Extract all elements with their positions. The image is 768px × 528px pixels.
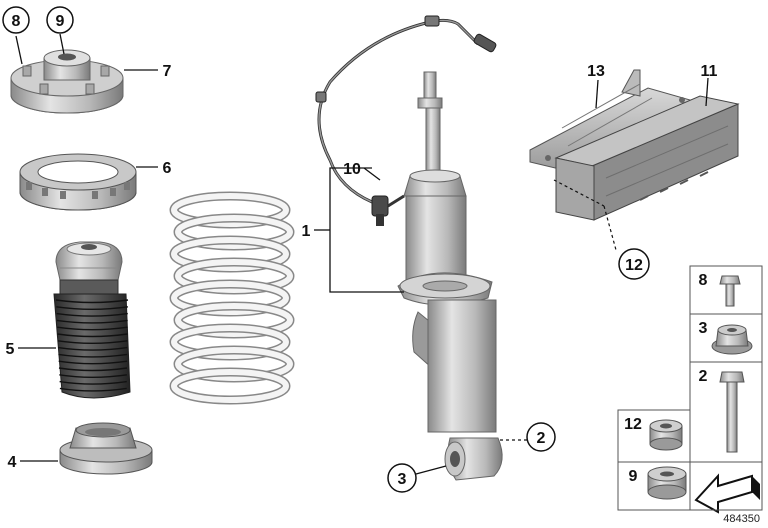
svg-text:8: 8 — [12, 13, 21, 30]
spring-coil — [171, 193, 289, 227]
legend-nut-3 — [711, 324, 753, 355]
sensor-cable-part — [315, 15, 497, 226]
boot-rib — [59, 387, 127, 392]
spring-coil — [175, 347, 293, 381]
spring-coil — [171, 369, 289, 403]
top-mount-part — [10, 49, 124, 114]
boot-rib — [58, 360, 128, 365]
dust-boot-part — [53, 241, 131, 399]
spring-coil — [171, 281, 289, 315]
callout-4: 4 — [8, 454, 17, 471]
boot-rib — [57, 346, 128, 351]
legend-label-9: 9 — [629, 468, 638, 485]
svg-text:2: 2 — [537, 430, 546, 447]
boot-rib — [59, 374, 127, 378]
lower-spring-seat-part — [59, 422, 153, 475]
shock-absorber-part — [397, 71, 503, 481]
callout-5: 5 — [6, 341, 15, 358]
callout-3: 3 — [387, 463, 417, 493]
callout-1: 1 — [302, 223, 311, 240]
boot-rib — [55, 299, 129, 304]
reference-number: 484350 — [723, 513, 760, 525]
boot-rib — [58, 367, 128, 372]
legend-label-8: 8 — [699, 272, 708, 289]
boot-rib — [59, 380, 127, 385]
coil-spring-part — [169, 191, 295, 405]
legend-label-3: 3 — [699, 320, 708, 337]
boot-rib — [58, 353, 128, 358]
spring-coil — [175, 215, 293, 249]
leader-lines — [15, 33, 709, 475]
spring-coil — [171, 237, 289, 271]
boot-rib — [56, 312, 128, 317]
spring-coil — [171, 325, 289, 359]
legend-bolt-2 — [719, 371, 745, 453]
boot-rib — [56, 319, 128, 324]
callout-8: 8 — [2, 6, 30, 34]
legend-nut-12 — [649, 419, 683, 451]
dust-boot-ribs — [55, 299, 129, 392]
callout-9: 9 — [46, 6, 74, 34]
control-unit-part — [554, 95, 740, 221]
boot-rib — [57, 333, 128, 338]
callout-12: 12 — [618, 248, 650, 280]
boot-rib — [57, 326, 128, 331]
svg-text:3: 3 — [398, 471, 407, 488]
legend-grid — [617, 265, 763, 511]
direction-arrow-icon — [694, 473, 760, 514]
legend-label-2: 2 — [699, 368, 708, 385]
callout-10: 10 — [343, 161, 361, 178]
spring-coil — [175, 303, 293, 337]
boot-rib — [56, 306, 128, 310]
legend-label-12: 12 — [624, 416, 642, 433]
bracket-part — [529, 69, 691, 173]
legend-nut-9 — [647, 466, 687, 500]
callout-7: 7 — [163, 63, 172, 80]
upper-spring-seat-part — [19, 153, 137, 211]
callout-6: 6 — [163, 160, 172, 177]
callout-13: 13 — [587, 63, 605, 80]
boot-rib — [57, 340, 128, 344]
svg-text:9: 9 — [56, 13, 65, 30]
callout-2: 2 — [526, 422, 556, 452]
svg-text:12: 12 — [625, 257, 643, 274]
callout-11: 11 — [701, 63, 718, 80]
spring-coil — [175, 259, 293, 293]
legend-bolt-8 — [719, 275, 741, 307]
